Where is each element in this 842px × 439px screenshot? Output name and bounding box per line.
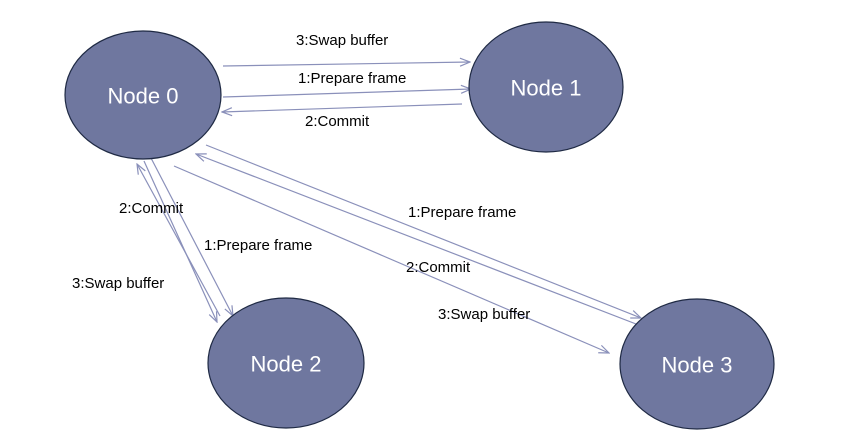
label-n0-n1-swap-buffer: 3:Swap buffer (296, 32, 388, 49)
label-n0-n2-prepare-frame: 1:Prepare frame (204, 237, 312, 254)
edge-n0-n1-swap-buffer (222, 62, 470, 66)
edge-n0-n3-swap-buffer (173, 165, 609, 353)
node-3-label: Node 3 (662, 353, 733, 378)
label-n1-n0-commit: 2:Commit (305, 113, 370, 130)
node-2-shape (207, 297, 365, 429)
node-1-label: Node 1 (511, 76, 582, 101)
node-1-shape (468, 21, 624, 153)
node-0: Node 0 (64, 30, 222, 160)
node-3: Node 3 (619, 298, 775, 430)
label-n3-n0-commit: 2:Commit (406, 259, 471, 276)
edge-n0-n2-swap-buffer (143, 160, 217, 322)
edge-n0-n2-prepare-frame (150, 157, 233, 316)
node-2: Node 2 (207, 297, 365, 429)
edge-n2-n0-commit (137, 164, 221, 317)
edge-n0-n3-prepare-frame (205, 144, 641, 318)
label-n2-n0-commit: 2:Commit (119, 200, 184, 217)
label-n0-n3-prepare-frame: 1:Prepare frame (408, 204, 516, 221)
edge-n1-n0-commit (222, 103, 463, 112)
node-1: Node 1 (468, 21, 624, 153)
edge-n0-n1-prepare-frame (222, 89, 471, 98)
label-n0-n1-prepare-frame: 1:Prepare frame (298, 70, 406, 87)
node-3-shape (619, 298, 775, 430)
label-n0-n3-swap-buffer: 3:Swap buffer (438, 306, 530, 323)
node-2-label: Node 2 (251, 352, 322, 377)
label-n0-n2-swap-buffer: 3:Swap buffer (72, 275, 164, 292)
edge-labels: 3:Swap buffer 1:Prepare frame 2:Commit 2… (72, 32, 530, 323)
node-0-label: Node 0 (108, 84, 179, 109)
node-0-shape (64, 30, 222, 160)
edge-n3-n0-commit (196, 154, 637, 325)
edges (137, 62, 641, 353)
